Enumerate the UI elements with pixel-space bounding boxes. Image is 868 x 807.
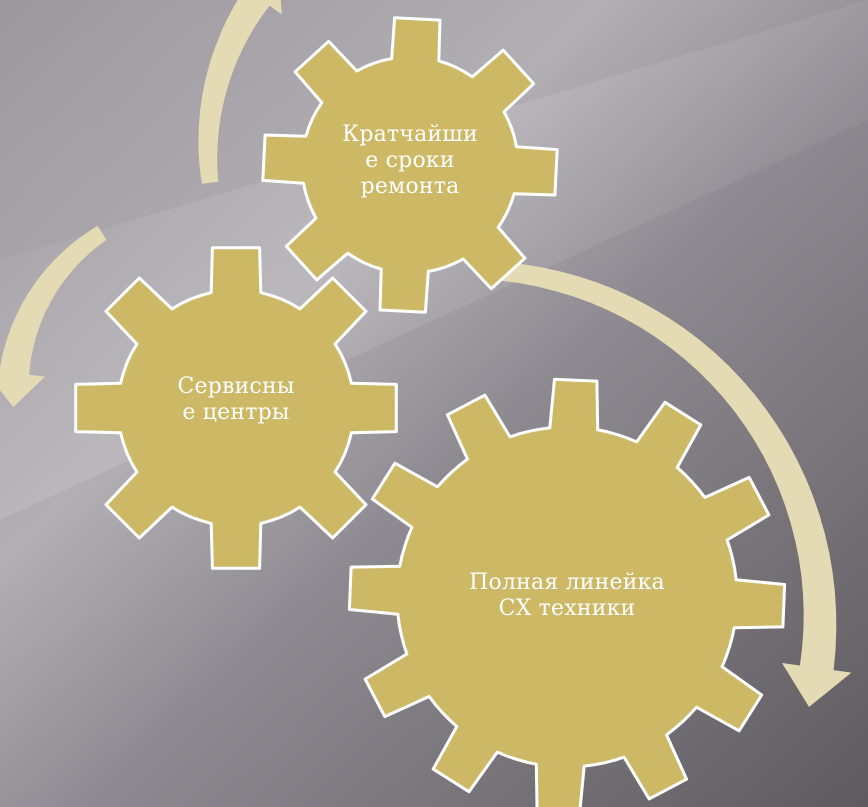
gear-label-left-line-1: Сервисны xyxy=(177,374,295,399)
gear-label-big-line-1: Полная линейка xyxy=(469,570,665,595)
curved-arrow-up-icon xyxy=(198,0,282,184)
curved-arrow-down-icon xyxy=(502,262,852,707)
gear-label-big: Полная линейка СХ техники xyxy=(417,570,717,622)
gear-left xyxy=(74,246,398,570)
gear-label-left: Сервисны е центры xyxy=(136,374,336,426)
gear-label-top-line-2: е сроки xyxy=(365,147,455,173)
gear-top xyxy=(261,16,559,314)
gear-label-top-line-3: ремонта xyxy=(360,173,460,199)
gear-label-top-line-1: Кратчайши xyxy=(342,122,478,147)
gear-label-top: Кратчайши е сроки ремонта xyxy=(310,122,510,200)
gear-label-left-line-2: е центры xyxy=(182,399,290,425)
curved-arrow-down-icon xyxy=(0,225,107,408)
cycle-arrows xyxy=(0,0,852,707)
gears xyxy=(74,16,787,807)
gear-label-big-line-2: СХ техники xyxy=(498,595,636,621)
gear-big xyxy=(347,377,787,807)
